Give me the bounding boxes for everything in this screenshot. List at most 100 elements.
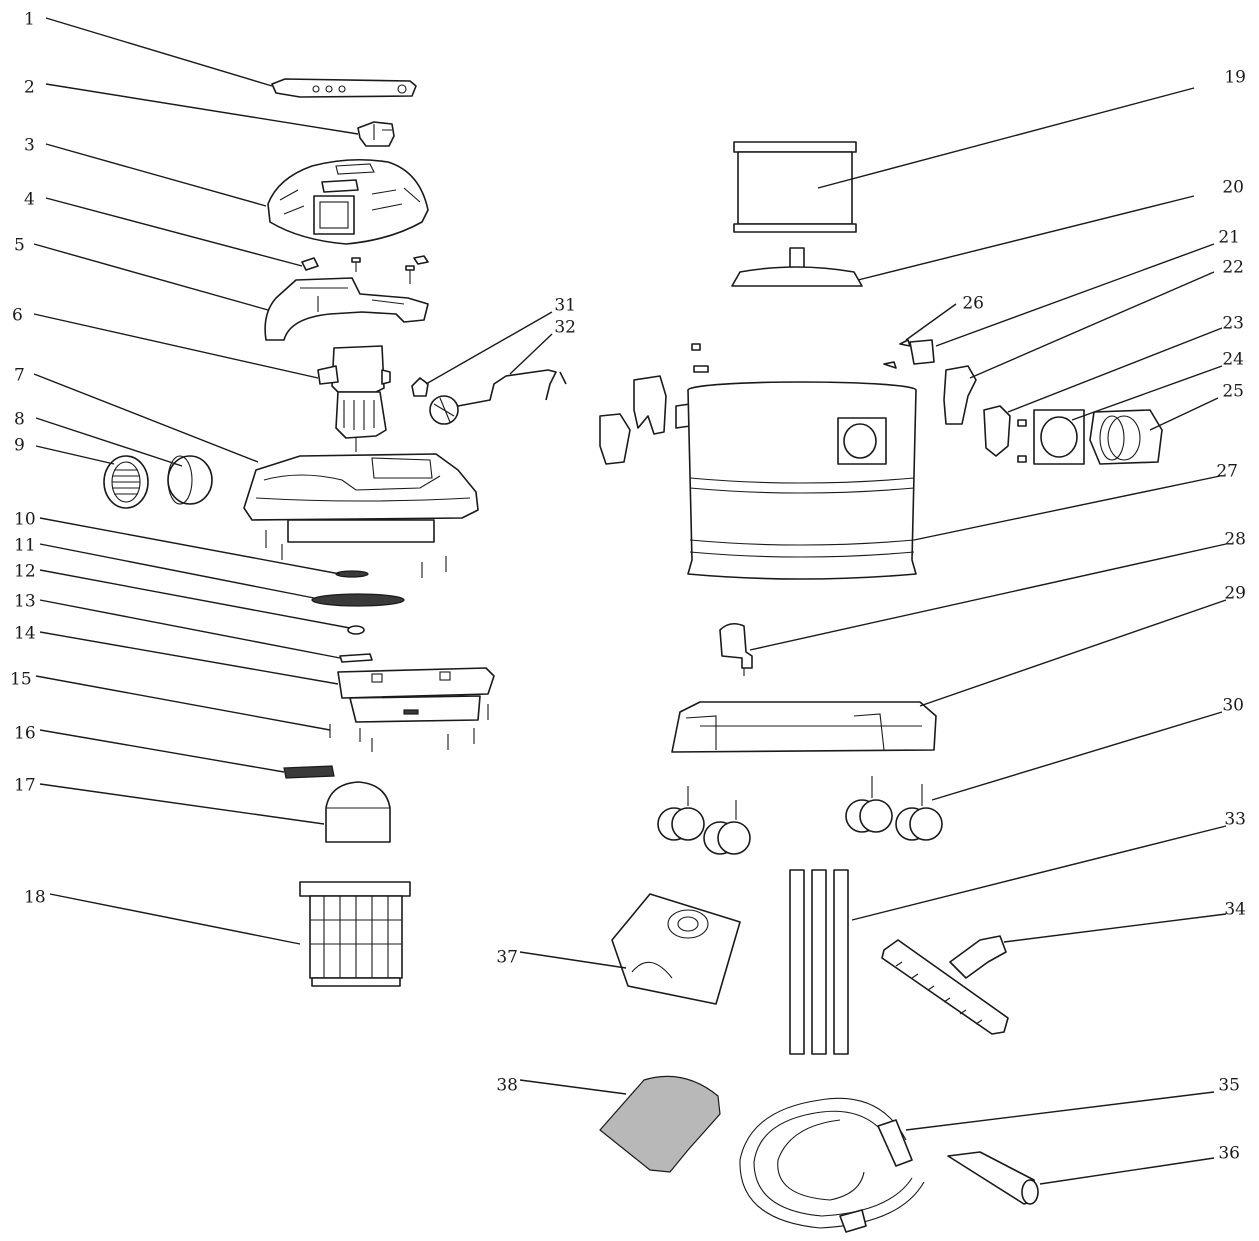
leader-line-16 — [39, 729, 285, 773]
part-label-24: 24 — [1222, 350, 1244, 370]
part-16-ring — [283, 765, 335, 779]
part-7-motor-base — [243, 453, 479, 543]
part-label-35: 35 — [1218, 1076, 1240, 1096]
part-38-foam-filter — [599, 1075, 721, 1173]
leader-line-14 — [39, 631, 339, 685]
part-1-handle — [271, 78, 417, 98]
leader-line-13 — [39, 599, 341, 659]
part-26-screws — [883, 339, 935, 369]
part-36-crevice-tool — [947, 1151, 1039, 1205]
leader-line-3 — [45, 143, 267, 207]
leader-line-23 — [1007, 327, 1223, 413]
part-label-31: 31 — [554, 296, 576, 316]
part-32-lever — [429, 369, 567, 425]
part-label-4: 4 — [24, 190, 35, 210]
part-label-33: 33 — [1224, 810, 1246, 830]
leader-line-31 — [425, 311, 553, 385]
part-label-38: 38 — [496, 1076, 518, 1096]
leader-line-8 — [35, 417, 183, 467]
leader-line-21 — [935, 243, 1215, 347]
part-12-nut — [347, 625, 365, 635]
part-29-dolly — [671, 701, 937, 753]
part-34-floor-nozzle — [881, 935, 1009, 1035]
leader-line-18 — [49, 893, 301, 945]
part-label-36: 36 — [1218, 1144, 1240, 1164]
part-5-motor-housing — [264, 277, 429, 341]
leader-line-22 — [969, 271, 1215, 379]
part-label-30: 30 — [1222, 696, 1244, 716]
leader-line-19 — [817, 87, 1195, 189]
part-label-34: 34 — [1224, 900, 1246, 920]
part-label-20: 20 — [1222, 178, 1244, 198]
leader-line-36 — [1039, 1157, 1215, 1185]
part-label-25: 25 — [1222, 382, 1244, 402]
leader-line-26 — [905, 303, 957, 341]
leader-lines — [33, 17, 1227, 1185]
part-label-37: 37 — [496, 948, 518, 968]
part-20-filter-cover — [731, 247, 863, 287]
part-19-cartridge-filter — [733, 141, 857, 233]
leader-line-15 — [35, 675, 331, 731]
leader-line-32 — [509, 333, 553, 375]
leader-line-4 — [45, 197, 303, 267]
part-tank-screws — [691, 343, 709, 373]
part-label-18: 18 — [24, 888, 46, 908]
part-35-hose — [739, 1097, 925, 1233]
part-31-bracket — [411, 377, 429, 397]
part-label-17: 17 — [14, 776, 36, 796]
leader-line-33 — [851, 825, 1227, 921]
leader-line-38 — [519, 1079, 627, 1095]
part-8-cap — [167, 455, 213, 505]
leader-line-7 — [33, 373, 259, 463]
leader-line-27 — [913, 475, 1221, 541]
leader-line-37 — [519, 951, 627, 969]
part-10-disc — [335, 570, 369, 578]
leader-line-28 — [749, 543, 1227, 651]
part-27-tank — [687, 381, 917, 580]
part-label-11: 11 — [14, 536, 36, 556]
part-33-tubes — [789, 869, 849, 1055]
part-label-9: 9 — [14, 436, 25, 456]
leader-line-10 — [39, 517, 341, 575]
part-4-screws — [301, 255, 429, 284]
part-label-16: 16 — [14, 724, 36, 744]
part-label-12: 12 — [14, 562, 36, 582]
part-label-26: 26 — [962, 294, 984, 314]
part-30-casters — [657, 776, 943, 855]
part-21-22-clip — [943, 365, 977, 425]
part-label-1: 1 — [24, 10, 35, 30]
part-24-gasket — [1017, 409, 1085, 465]
part-label-5: 5 — [14, 236, 25, 256]
leader-line-2 — [45, 83, 359, 135]
part-label-21: 21 — [1218, 228, 1240, 248]
part-2-switch — [357, 121, 395, 147]
part-14-base-plate — [337, 667, 495, 723]
part-label-13: 13 — [14, 592, 36, 612]
part-label-8: 8 — [14, 410, 25, 430]
part-25-inlet — [1089, 409, 1163, 465]
leader-line-34 — [1003, 913, 1227, 943]
leader-line-25 — [1149, 397, 1219, 431]
leader-line-1 — [45, 17, 273, 87]
part-label-27: 27 — [1216, 462, 1238, 482]
leader-line-35 — [905, 1091, 1215, 1131]
part-18-filter-cage — [299, 881, 411, 987]
part-label-6: 6 — [12, 306, 23, 326]
leader-line-29 — [919, 599, 1227, 707]
part-17-float — [325, 781, 391, 843]
part-9-grille — [103, 455, 149, 509]
part-label-32: 32 — [554, 318, 576, 338]
part-label-14: 14 — [14, 624, 36, 644]
part-label-3: 3 — [24, 136, 35, 156]
part-28-hook — [719, 622, 753, 676]
part-37-filter-bag — [611, 893, 741, 1005]
part-15-screws — [329, 704, 489, 752]
part-3-top-cover — [267, 158, 429, 245]
part-label-15: 15 — [10, 670, 32, 690]
leader-line-9 — [35, 445, 115, 465]
part-13-seal — [339, 653, 373, 663]
part-label-10: 10 — [14, 510, 36, 530]
leader-line-6 — [33, 313, 319, 379]
part-11-plate — [311, 593, 405, 607]
